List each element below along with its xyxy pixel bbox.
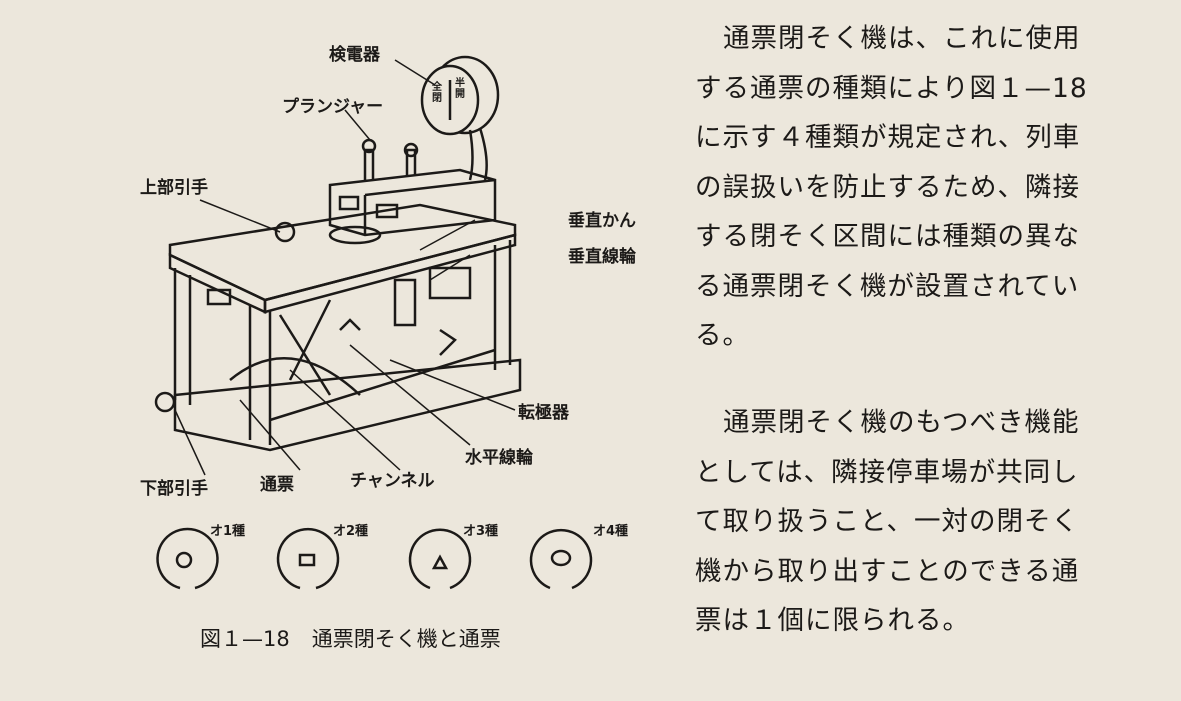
- token-type-2-label: オ2種: [333, 524, 369, 539]
- label-vertical-coil: 垂直線輪: [568, 247, 636, 267]
- label-horizontal-coil: 水平線輪: [465, 448, 533, 468]
- text-line: 通票閉そく機は、これに使用: [723, 23, 1081, 54]
- label-channel: チャンネル: [350, 471, 435, 491]
- label-token: 通票: [260, 475, 294, 495]
- label-detector: 検電器: [329, 45, 380, 65]
- tokens: [156, 527, 593, 590]
- figure-number: 図１—18: [200, 627, 290, 651]
- text-line: る通票閉そく機が設置されてい: [695, 270, 1080, 302]
- dial-label-closed: 全閉: [432, 82, 442, 104]
- text-line: 機から取り出すことのできる通: [695, 555, 1080, 587]
- figure-caption: 図１—18 通票閉そく機と通票: [200, 623, 523, 653]
- text-line: の誤扱いを防止するため、隣接: [695, 171, 1080, 203]
- label-lower-handle: 下部引手: [140, 479, 208, 499]
- text-line: としては、隣接停車場が共同し: [695, 456, 1079, 488]
- token-type-1-label: オ1種: [210, 524, 246, 539]
- paragraph-2: 通票閉そく機のもつべき機能 としては、隣接停車場が共同し て取り扱うこと、一対の…: [695, 398, 1115, 646]
- token-type-3-label: オ3種: [463, 524, 499, 539]
- label-upper-handle: 上部引手: [140, 178, 208, 198]
- dial-label-half-open: 半開: [455, 78, 465, 100]
- token-type-4-label: オ4種: [593, 524, 629, 539]
- paragraph-1: 通票閉そく機は、これに使用 する通票の種類により図１—18 に示す４種類が規定さ…: [695, 14, 1115, 361]
- text-line: する通票の種類により図１—18: [695, 72, 1088, 104]
- label-vertical-rod: 垂直かん: [568, 211, 636, 231]
- text-line: 通票閉そく機のもつべき機能: [723, 407, 1080, 438]
- label-pole-changer: 転極器: [518, 403, 569, 423]
- text-line: る。: [695, 320, 750, 351]
- text-line: て取り扱うこと、一対の閉そく: [695, 506, 1079, 537]
- figure-title: 通票閉そく機と通票: [311, 627, 501, 651]
- text-line: 票は１個に限られる。: [695, 605, 970, 636]
- text-line: する閉そく区間には種類の異な: [695, 221, 1080, 252]
- text-line: に示す４種類が規定され、列車: [695, 122, 1081, 153]
- label-plunger: プランジャー: [282, 97, 384, 117]
